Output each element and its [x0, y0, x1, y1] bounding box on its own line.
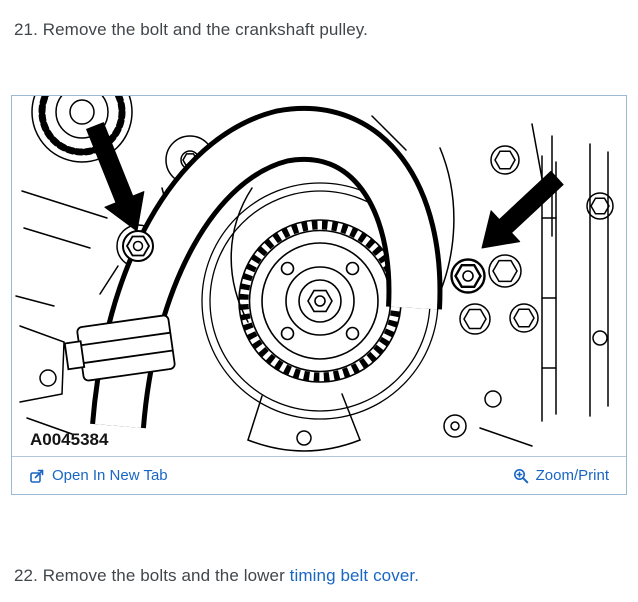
- step-21-text: 21. Remove the bolt and the crankshaft p…: [14, 20, 368, 39]
- zoom-print-link[interactable]: Zoom/Print: [513, 467, 609, 484]
- left-bolt: [122, 230, 154, 262]
- timing-belt-cover-link[interactable]: timing belt cover.: [289, 566, 420, 585]
- engine-diagram: [15, 96, 614, 452]
- open-in-new-tab-label: Open In New Tab: [52, 467, 168, 484]
- open-in-new-tab-link[interactable]: Open In New Tab: [29, 467, 168, 484]
- radiator-hose: [90, 105, 443, 429]
- step-22-text: 22. Remove the bolts and the lower timin…: [14, 566, 419, 586]
- open-in-new-tab-icon: [29, 468, 45, 484]
- figure-code-label: A0045384: [30, 430, 109, 449]
- right-arrow-annotation: [481, 170, 564, 249]
- left-arrow-annotation: [86, 122, 145, 232]
- right-bolt: [450, 258, 486, 294]
- annotation-arrows: [86, 122, 564, 249]
- zoom-print-label: Zoom/Print: [535, 467, 609, 484]
- step-22-prefix: 22. Remove the bolts and the lower: [14, 566, 290, 585]
- magnifier-plus-icon: [513, 468, 529, 484]
- hose-clamp: [63, 314, 176, 382]
- figure-toolbar: Open In New Tab Zoom/Print: [12, 456, 626, 494]
- figure-area: A0045384: [12, 96, 626, 456]
- figure-panel: A0045384 Open In New Tab: [11, 95, 627, 495]
